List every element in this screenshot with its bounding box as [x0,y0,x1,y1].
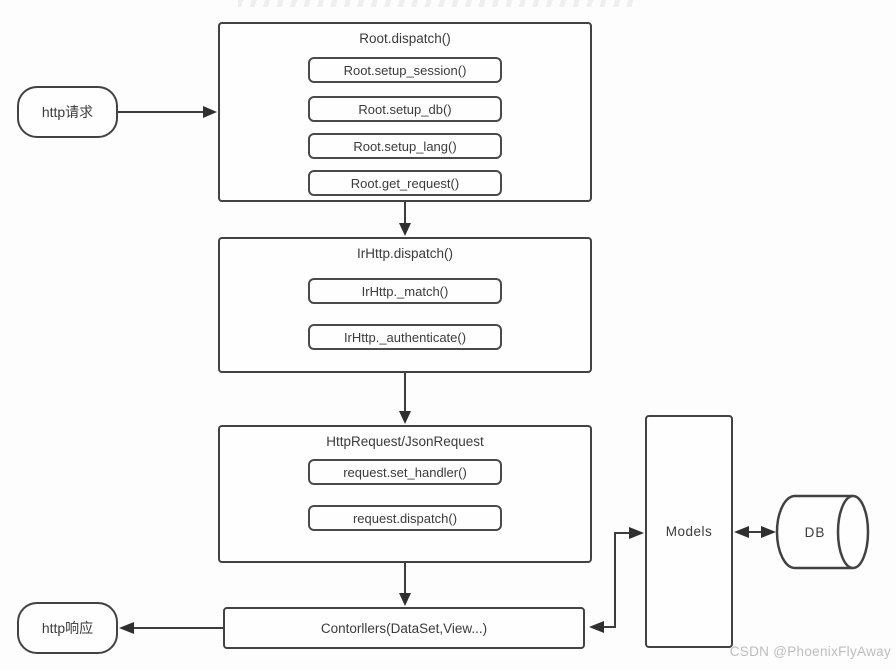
node-controllers-label: Contorllers(DataSet,View...) [320,620,488,636]
node-http-response: http响应 [17,602,118,654]
arrowhead-into-models-right [734,526,749,538]
node-models: Models [645,415,733,648]
arrowhead-into-httpreq [399,411,411,424]
arrowhead-into-root [203,106,217,118]
node-http-response-label: http响应 [41,620,94,636]
arrowhead-into-response [119,622,134,634]
node-httprequest-jsonrequest: HttpRequest/JsonRequest request.set_hand… [218,425,592,563]
node-httpreq-title: HttpRequest/JsonRequest [326,434,484,449]
cropped-title-remnant [238,0,638,7]
node-irhttp-dispatch: IrHttp.dispatch() IrHttp._match() IrHttp… [218,237,592,373]
step-root-setup-lang: Root.setup_lang() [308,133,502,159]
step-root-setup-session: Root.setup_session() [308,57,502,83]
connector-controllers-models [604,532,629,628]
node-http-request: http请求 [17,86,118,138]
csdn-watermark: CSDN @PhoenixFlyAway [729,644,891,659]
arrowhead-into-irhttp [399,223,411,236]
node-root-dispatch: Root.dispatch() Root.setup_session() Roo… [218,22,592,202]
step-request-dispatch: request.dispatch() [308,505,502,531]
arrowhead-into-db [761,526,776,538]
step-irhttp-authenticate: IrHttp._authenticate() [308,324,502,350]
node-root-title: Root.dispatch() [359,31,451,46]
arrowhead-into-controllers-top [399,593,411,606]
node-db-label: DB [804,524,826,540]
step-request-set-handler: request.set_handler() [308,459,502,485]
arrowhead-into-models-left [629,527,644,539]
step-root-setup-db: Root.setup_db() [308,96,502,122]
step-irhttp-match: IrHttp._match() [308,278,502,304]
node-irhttp-title: IrHttp.dispatch() [356,246,454,261]
arrowhead-into-controllers-right [589,621,604,633]
node-http-request-label: http请求 [41,104,94,120]
node-models-label: Models [665,524,713,539]
step-root-get-request: Root.get_request() [308,170,502,196]
node-controllers: Contorllers(DataSet,View...) [223,607,585,649]
db-cylinder-shape [775,494,870,570]
